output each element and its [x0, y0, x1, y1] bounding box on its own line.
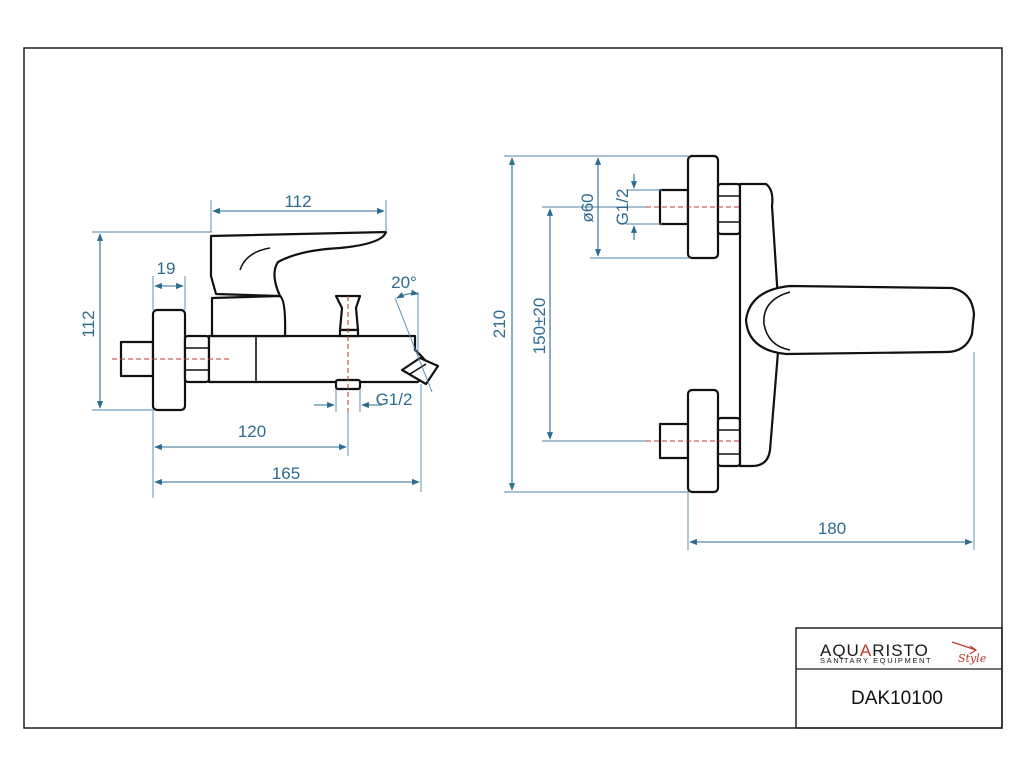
title-block: AQUARISTO SANITARY EQUIPMENT Style DAK10… — [795, 627, 1003, 729]
product-code: DAK10100 — [851, 688, 943, 709]
dim-height: 112 — [79, 310, 98, 337]
title-block-frame — [795, 627, 1003, 729]
dim-inlet-to-outlet: 120 — [238, 422, 266, 441]
drawing-frame — [23, 47, 1003, 729]
brand-tagline: SANITARY EQUIPMENT — [820, 656, 932, 665]
logo-arrow-icon — [951, 641, 978, 655]
front-lower-nut — [716, 416, 742, 468]
front-view: 210 150±20 ø60 G1/2 180 — [490, 154, 976, 550]
side-cartridge — [210, 294, 287, 338]
side-body — [207, 334, 430, 384]
dim-inlet-spacing: 150±20 — [530, 298, 549, 355]
dim-outlet-thread: G1/2 — [376, 390, 413, 409]
front-upper-nut — [716, 182, 742, 236]
dim-handle-width: 112 — [284, 192, 311, 211]
dim-inlet-thread: G1/2 — [613, 189, 632, 226]
dim-total-length: 165 — [272, 464, 300, 483]
dim-flange-thickness: 19 — [157, 259, 176, 278]
dim-flange-diameter: ø60 — [578, 193, 597, 222]
brand-logo: AQUARISTO SANITARY EQUIPMENT Style — [820, 641, 987, 665]
dim-total-height: 210 — [490, 310, 509, 338]
brand-style-script: Style — [958, 652, 987, 665]
front-handle — [744, 284, 976, 356]
side-handle — [209, 230, 388, 298]
dim-total-width: 180 — [818, 519, 846, 538]
svg-text:AQUARISTO: AQUARISTO — [820, 641, 929, 660]
side-flange — [151, 308, 187, 412]
side-nozzle — [400, 356, 440, 386]
side-view: 112 19 112 20° G1/2 120 165 — [79, 192, 440, 498]
dim-angle: 20° — [391, 273, 417, 292]
